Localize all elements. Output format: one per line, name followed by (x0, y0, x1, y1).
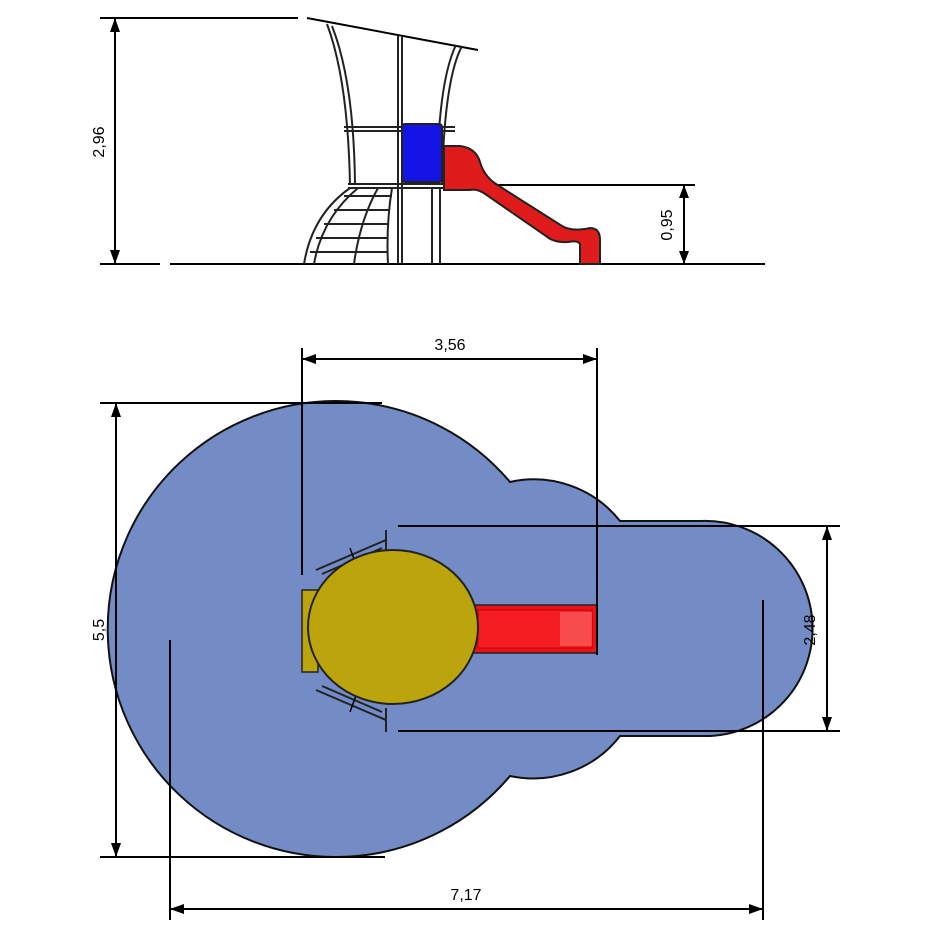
dimension-platform-height: 0,95 (495, 184, 695, 264)
plan-view: 3,56 5,5 2,48 7,17 (91, 337, 840, 920)
roof (306, 17, 479, 264)
dimension-total-width: 7,17 (169, 600, 764, 920)
dimension-label: 7,17 (450, 887, 481, 904)
dimension-label: 2,48 (802, 614, 819, 645)
dimension-label: 5,5 (91, 619, 108, 641)
dimension-label: 2,96 (91, 126, 108, 157)
dimension-label: 3,56 (434, 337, 465, 354)
dimension-slide-width: 2,48 (398, 525, 840, 732)
plan-slide (472, 604, 598, 654)
side-panel (401, 123, 443, 183)
side-slide (443, 145, 601, 265)
side-view: 2,96 0,95 (91, 17, 765, 265)
dimension-slide-length: 3,56 (301, 337, 598, 655)
dimension-total-height: 2,96 (91, 17, 298, 264)
platform-roof (307, 549, 479, 705)
ladder (303, 187, 393, 265)
dimension-total-depth: 5,5 (91, 402, 385, 858)
dimension-label: 0,95 (659, 209, 676, 240)
